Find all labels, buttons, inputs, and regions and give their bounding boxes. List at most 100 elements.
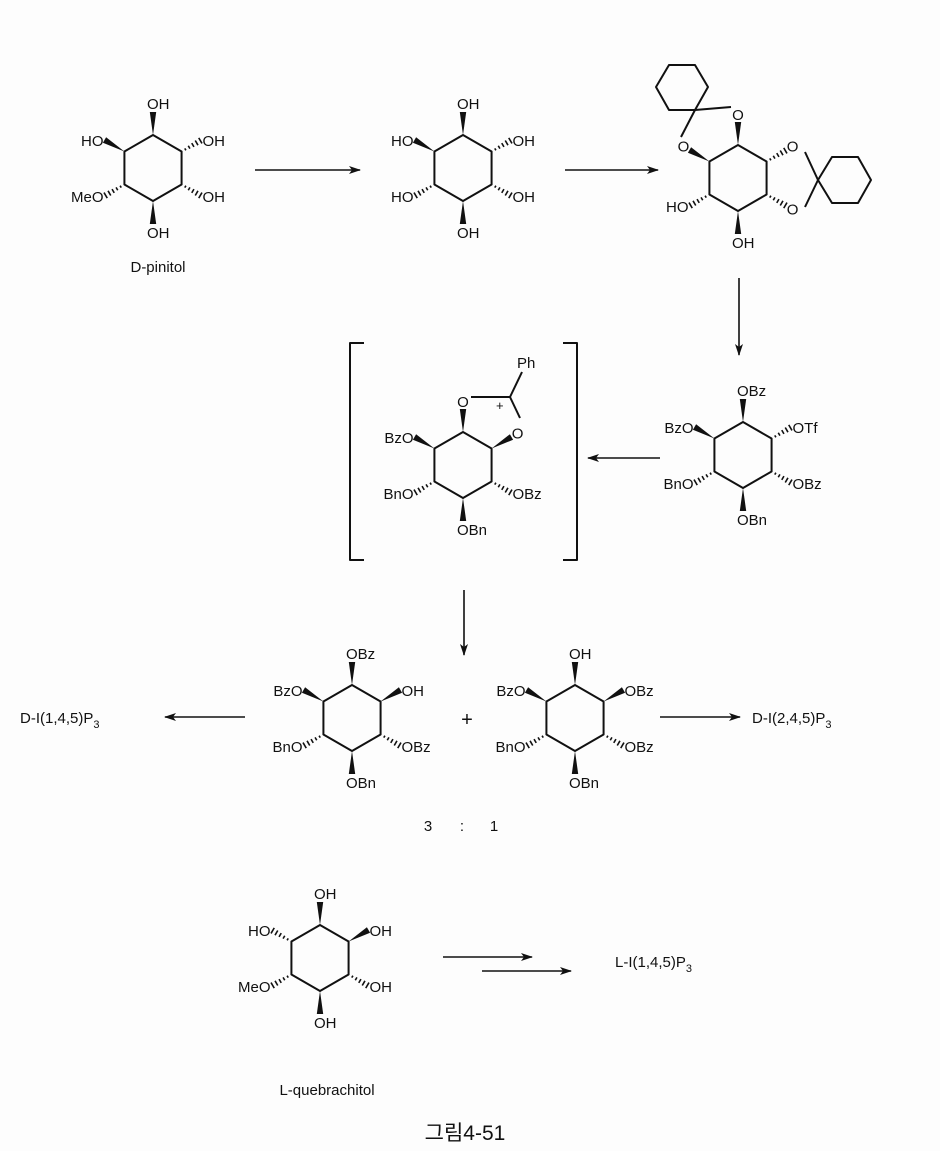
product-l-i145p3: L-I(1,4,5)P3 <box>615 954 692 975</box>
wedge-bond <box>524 687 547 702</box>
substituent-label: OBz <box>792 476 821 493</box>
substituent-label: O <box>678 139 690 156</box>
wedge-bond <box>316 991 324 1014</box>
hashed-bond <box>606 735 625 749</box>
figure-caption: 그림4-51 <box>425 1122 506 1145</box>
hashed-bond <box>525 735 544 749</box>
substituent-label: O <box>732 107 744 124</box>
hashed-bond <box>103 185 122 199</box>
substituent-label: MeO <box>71 189 104 206</box>
hashed-bond <box>270 975 289 989</box>
substituent-label: HO <box>391 133 414 150</box>
wedge-bond <box>412 137 435 152</box>
substituent-label: O <box>512 426 524 443</box>
wedge-bond <box>149 112 157 135</box>
hashed-bond <box>184 185 203 199</box>
bracket-left <box>349 342 364 561</box>
dioxolenium-bond <box>509 396 521 419</box>
substituent-label: OH <box>457 225 480 242</box>
wedge-bond <box>348 662 356 685</box>
hashed-bond <box>494 137 513 151</box>
substituent-label: OH <box>512 189 535 206</box>
hashed-bond <box>774 424 793 438</box>
cyclohexylidene-ring-1 <box>655 64 709 111</box>
substituent-label: BzO <box>273 683 302 700</box>
product-d-i245p3: D-I(2,4,5)P3 <box>752 710 831 731</box>
substituent-label: OH <box>202 133 225 150</box>
hashed-bond <box>302 735 321 749</box>
phenyl-bond <box>509 371 523 398</box>
wedge-bond <box>459 409 467 432</box>
hashed-bond <box>774 472 793 486</box>
wedge-bond <box>734 211 742 234</box>
hashed-bond <box>413 482 432 496</box>
wedge-bond <box>571 662 579 685</box>
substituent-label: O <box>787 202 799 219</box>
substituent-label: OH <box>147 96 170 113</box>
hashed-bond <box>688 195 707 209</box>
hashed-bond <box>413 185 432 199</box>
phenyl-label: Ph <box>517 355 535 372</box>
ratio-left: 3 <box>424 818 432 835</box>
l-quebrachitol-label: L-quebrachitol <box>279 1082 374 1099</box>
bracket-right <box>563 342 578 561</box>
plus-sign: + <box>461 709 473 731</box>
substituent-label: OBn <box>569 775 599 792</box>
substituent-label: BnO <box>495 739 525 756</box>
substituent-label: OBz <box>737 383 766 400</box>
substituent-label: O <box>787 139 799 156</box>
cyclohexane-ring <box>123 134 183 202</box>
wedge-bond <box>316 902 324 925</box>
cyclohexane-ring <box>433 431 493 499</box>
wedge-bond <box>459 498 467 521</box>
hashed-bond <box>184 137 203 151</box>
wedge-bond <box>739 399 747 422</box>
wedge-bond <box>739 488 747 511</box>
wedge-bond <box>348 927 371 942</box>
hashed-bond <box>494 482 513 496</box>
molecule-diketal: O O O O OH HO <box>666 107 798 252</box>
hashed-bond <box>383 735 402 749</box>
substituent-label: OH <box>369 979 392 996</box>
wedge-bond <box>603 687 626 702</box>
spiro-bond <box>804 151 819 181</box>
ratio-right: 1 <box>490 818 498 835</box>
substituent-label: OBz <box>512 486 541 503</box>
product-d-i145p3: D-I(1,4,5)P3 <box>20 710 99 731</box>
wedge-bond <box>571 751 579 774</box>
substituent-label: OBz <box>624 739 653 756</box>
substituent-label: BnO <box>383 486 413 503</box>
hashed-bond <box>494 185 513 199</box>
substituent-label: OH <box>732 235 755 252</box>
substituent-label: HO <box>391 189 414 206</box>
substituent-label: HO <box>81 133 104 150</box>
hashed-bond <box>270 927 289 941</box>
cyclohexane-ring <box>708 144 768 212</box>
substituent-label: OBn <box>346 775 376 792</box>
wedge-bond <box>491 434 514 449</box>
wedge-bond <box>687 147 710 162</box>
substituent-label: BnO <box>663 476 693 493</box>
cyclohexane-ring <box>290 924 350 992</box>
wedge-bond <box>692 424 715 439</box>
d-pinitol-label: D-pinitol <box>130 259 185 276</box>
substituent-label: OBn <box>737 512 767 529</box>
substituent-label: OH <box>369 923 392 940</box>
substituent-label: BzO <box>664 420 693 437</box>
ratio-separator: : <box>460 818 464 835</box>
substituent-label: HO <box>666 199 689 216</box>
wedge-bond <box>734 122 742 145</box>
wedge-bond <box>412 434 435 449</box>
cation-charge: + <box>496 398 504 413</box>
cyclohexylidene-ring-2 <box>817 156 872 204</box>
substituent-label: OH <box>401 683 424 700</box>
substituent-label: OBz <box>346 646 375 663</box>
spiro-bond <box>680 109 696 138</box>
